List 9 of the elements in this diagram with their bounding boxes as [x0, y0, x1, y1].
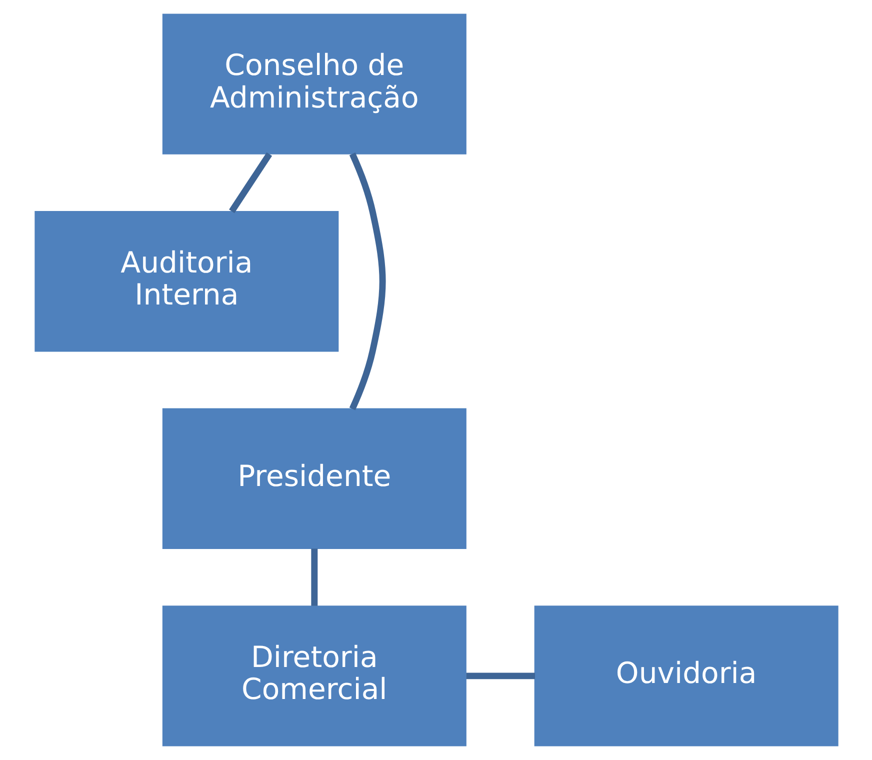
- connector: [466, 672, 534, 680]
- connector: [348, 152, 386, 410]
- node-box: Conselho de Administração: [162, 14, 466, 154]
- node-box: Presidente: [162, 408, 466, 549]
- node-box: Diretoria Comercial: [162, 606, 466, 746]
- connector: [310, 548, 318, 606]
- connector: [228, 152, 272, 214]
- node-box: Auditoria Interna: [34, 211, 338, 352]
- node-box: Ouvidoria: [534, 606, 838, 746]
